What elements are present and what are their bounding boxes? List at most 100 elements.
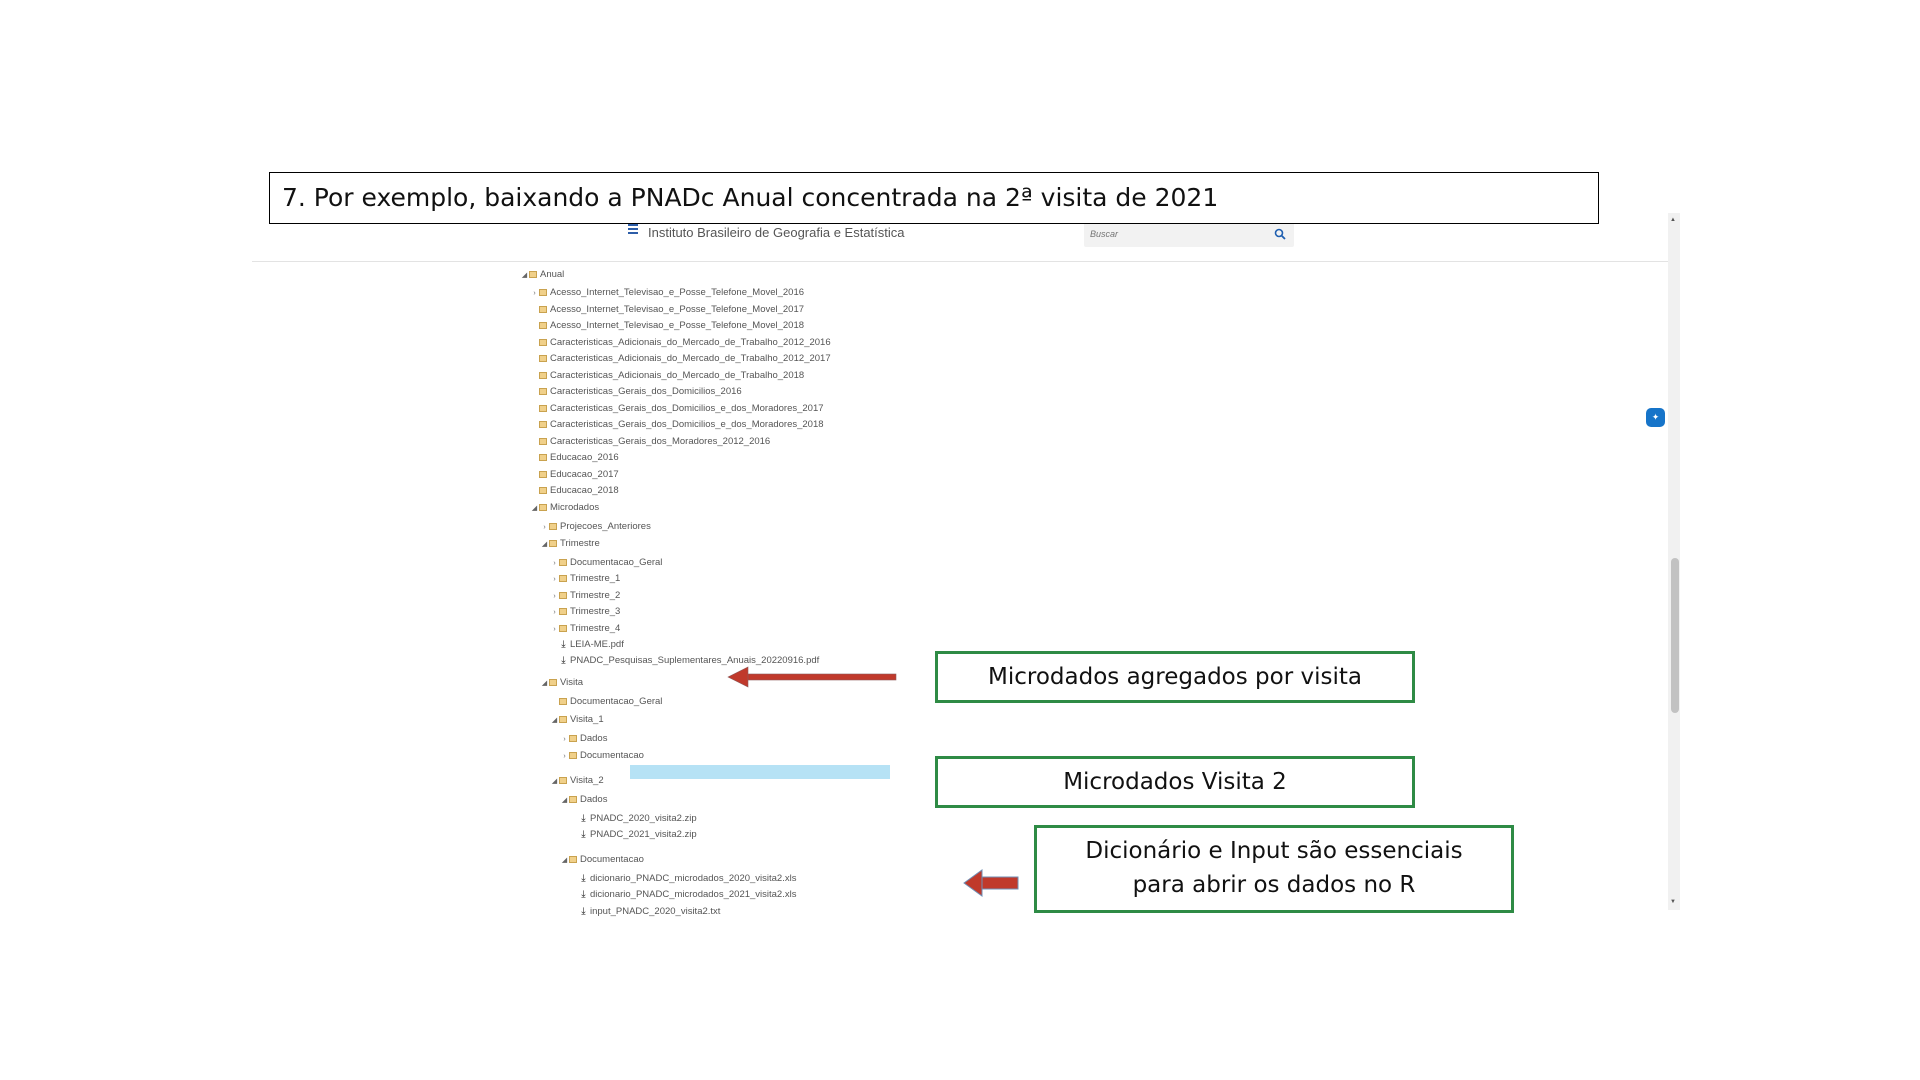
caret-right-icon[interactable]: › [533,290,536,297]
hamburger-icon[interactable] [628,223,641,235]
caret-down-icon[interactable]: ◢ [541,541,548,548]
tree-folder-trimestre-4[interactable]: ›Trimestre_4 [550,621,620,636]
folder-icon [549,679,557,686]
download-icon: ⤓ [581,889,586,900]
caret-right-icon[interactable]: › [553,609,556,616]
folder-icon [559,559,567,566]
caret-down-icon[interactable]: ◢ [551,778,558,785]
tree-folder-acesso-internet-televisao-e-posse-telefone-movel-2018[interactable]: Acesso_Internet_Televisao_e_Posse_Telefo… [530,318,804,333]
tree-node-label: Caracteristicas_Gerais_dos_Moradores_201… [550,436,771,447]
tree-folder-anual[interactable]: ◢Anual [520,267,565,282]
tree-folder-educacao-2018[interactable]: Educacao_2018 [530,483,619,498]
caret-down-icon[interactable]: ◢ [541,680,548,687]
tree-folder-visita-1[interactable]: ◢ Visita_1 [550,712,604,727]
tree-folder-documentacao-geral[interactable]: Documentacao_Geral [550,694,662,709]
feedback-icon[interactable]: ✦ [1646,408,1665,427]
tree-node-label: PNADC_Pesquisas_Suplementares_Anuais_202… [570,655,820,666]
tree-file-pnadc-pesquisas-suplementares-anuais-20220916-pdf[interactable]: ⤓ PNADC_Pesquisas_Suplementares_Anuais_20… [550,653,819,668]
tree-node-label: Visita [560,677,584,688]
tree-folder-caracteristicas-gerais-dos-domicilios-2016[interactable]: Caracteristicas_Gerais_dos_Domicilios_20… [530,384,742,399]
tree-folder-caracteristicas-adicionais-do-mercado-de-trabalho-2012-2016[interactable]: Caracteristicas_Adicionais_do_Mercado_de… [530,335,831,350]
slide-title: 7. Por exemplo, baixando a PNADc Anual c… [269,172,1599,224]
tree-node-label: Visita_1 [570,714,604,725]
caret-down-icon[interactable]: ◢ [521,272,528,279]
callout-microdados-visita2: Microdados Visita 2 [935,756,1415,808]
tree-folder-documentacao-geral[interactable]: › Documentacao_Geral [550,555,662,570]
folder-icon [559,592,567,599]
tree-file-pnadc-2021-visita2-zip[interactable]: ⤓PNADC_2021_visita2.zip [570,827,696,842]
tree-folder-caracteristicas-gerais-dos-domicilios-e-dos-moradores-2017[interactable]: Caracteristicas_Gerais_dos_Domicilios_e_… [530,401,824,416]
selected-row-highlight [630,765,890,779]
scrollbar-thumb[interactable] [1671,558,1679,713]
tree-node-label: Acesso_Internet_Televisao_e_Posse_Telefo… [550,304,805,315]
folder-icon [559,716,567,723]
tree-folder-documentacao[interactable]: ◢Documentacao [560,852,644,867]
caret-down-icon[interactable]: ◢ [561,857,568,864]
scroll-up-icon[interactable]: ▲ [1670,217,1676,223]
tree-node-label: LEIA-ME.pdf [570,639,624,650]
caret-right-icon[interactable]: › [543,524,546,531]
tree-node-label: Dados [580,794,608,805]
tree-file-leia-me-pdf[interactable]: ⤓LEIA-ME.pdf [550,637,624,652]
tree-node-label: Documentacao [580,750,644,761]
tree-folder-visita-2[interactable]: ◢Visita_2 [550,773,604,788]
tree-folder-visita[interactable]: ◢ Visita [540,675,583,690]
tree-folder-trimestre-2[interactable]: ›Trimestre_2 [550,588,620,603]
tree-file-dicionario-pnadc-microdados-2021-visita2-xls[interactable]: ⤓dicionario_PNADC_microdados_2021_visita… [570,887,796,902]
tree-folder-projecoes-anteriores[interactable]: ›Projecoes_Anteriores [540,519,651,534]
tree-folder-caracteristicas-gerais-dos-domicilios-e-dos-moradores-2018[interactable]: Caracteristicas_Gerais_dos_Domicilios_e_… [530,417,824,432]
caret-down-icon[interactable]: ◢ [531,505,538,512]
tree-file-input-pnadc-2020-visita2-txt[interactable]: ⤓input_PNADC_2020_visita2.txt [570,904,720,919]
caret-right-icon[interactable]: › [553,560,556,567]
folder-icon [539,454,547,461]
download-icon: ⤓ [581,906,586,917]
caret-right-icon[interactable]: › [563,736,566,743]
folder-icon [559,575,567,582]
tree-node-label: Caracteristicas_Gerais_dos_Domicilios_e_… [550,403,824,414]
tree-node-label: Caracteristicas_Gerais_dos_Domicilios_e_… [550,419,824,430]
caret-right-icon[interactable]: › [553,626,556,633]
folder-icon [569,752,577,759]
tree-node-label: Acesso_Internet_Televisao_e_Posse_Telefo… [550,320,805,331]
site-name[interactable]: Instituto Brasileiro de Geografia e Esta… [648,225,905,240]
folder-icon [569,735,577,742]
folder-icon [539,355,547,362]
arrow-to-documentacao [963,869,1019,897]
tree-node-label: Documentacao_Geral [570,557,663,568]
tree-folder-trimestre-1[interactable]: ›Trimestre_1 [550,571,620,586]
tree-node-label: Caracteristicas_Adicionais_do_Mercado_de… [550,353,831,364]
tree-file-pnadc-2020-visita2-zip[interactable]: ⤓PNADC_2020_visita2.zip [570,811,696,826]
tree-folder-educacao-2016[interactable]: Educacao_2016 [530,450,619,465]
magnifier-icon[interactable] [1274,228,1286,240]
caret-right-icon[interactable]: › [563,753,566,760]
folder-icon [539,306,547,313]
tree-folder-documentacao[interactable]: › Documentacao [560,748,644,763]
tree-folder-trimestre-3[interactable]: ›Trimestre_3 [550,604,620,619]
caret-down-icon[interactable]: ◢ [561,797,568,804]
tree-folder-caracteristicas-adicionais-do-mercado-de-trabalho-2012-2017[interactable]: Caracteristicas_Adicionais_do_Mercado_de… [530,351,831,366]
folder-icon [539,438,547,445]
download-icon: ⤓ [581,873,586,884]
scroll-down-icon[interactable]: ▼ [1670,899,1676,905]
tree-folder-acesso-internet-televisao-e-posse-telefone-movel-2017[interactable]: Acesso_Internet_Televisao_e_Posse_Telefo… [530,302,804,317]
tree-file-dicionario-pnadc-microdados-2020-visita2-xls[interactable]: ⤓dicionario_PNADC_microdados_2020_visita… [570,871,796,886]
folder-icon [529,271,537,278]
tree-folder-acesso-internet-televisao-e-posse-telefone-movel-2016[interactable]: ›Acesso_Internet_Televisao_e_Posse_Telef… [530,285,804,300]
tree-folder-caracteristicas-gerais-dos-moradores-2012-2016[interactable]: Caracteristicas_Gerais_dos_Moradores_201… [530,434,770,449]
caret-right-icon[interactable]: › [553,576,556,583]
tree-folder-educacao-2017[interactable]: Educacao_2017 [530,467,619,482]
tree-folder-microdados[interactable]: ◢Microdados [530,500,599,515]
tree-folder-trimestre[interactable]: ◢Trimestre [540,536,600,551]
callout-dicionario-input: Dicionário e Input são essenciais para a… [1034,825,1514,913]
download-icon: ⤓ [561,655,566,666]
folder-icon [559,777,567,784]
tree-node-label: Educacao_2018 [550,485,619,496]
tree-folder-dados[interactable]: ◢ Dados [560,792,608,807]
search-input[interactable] [1090,224,1260,244]
tree-folder-dados[interactable]: ›Dados [560,731,607,746]
caret-down-icon[interactable]: ◢ [551,717,558,724]
folder-icon [539,471,547,478]
search-box[interactable] [1084,221,1294,247]
tree-folder-caracteristicas-adicionais-do-mercado-de-trabalho-2018[interactable]: Caracteristicas_Adicionais_do_Mercado_de… [530,368,804,383]
caret-right-icon[interactable]: › [553,593,556,600]
